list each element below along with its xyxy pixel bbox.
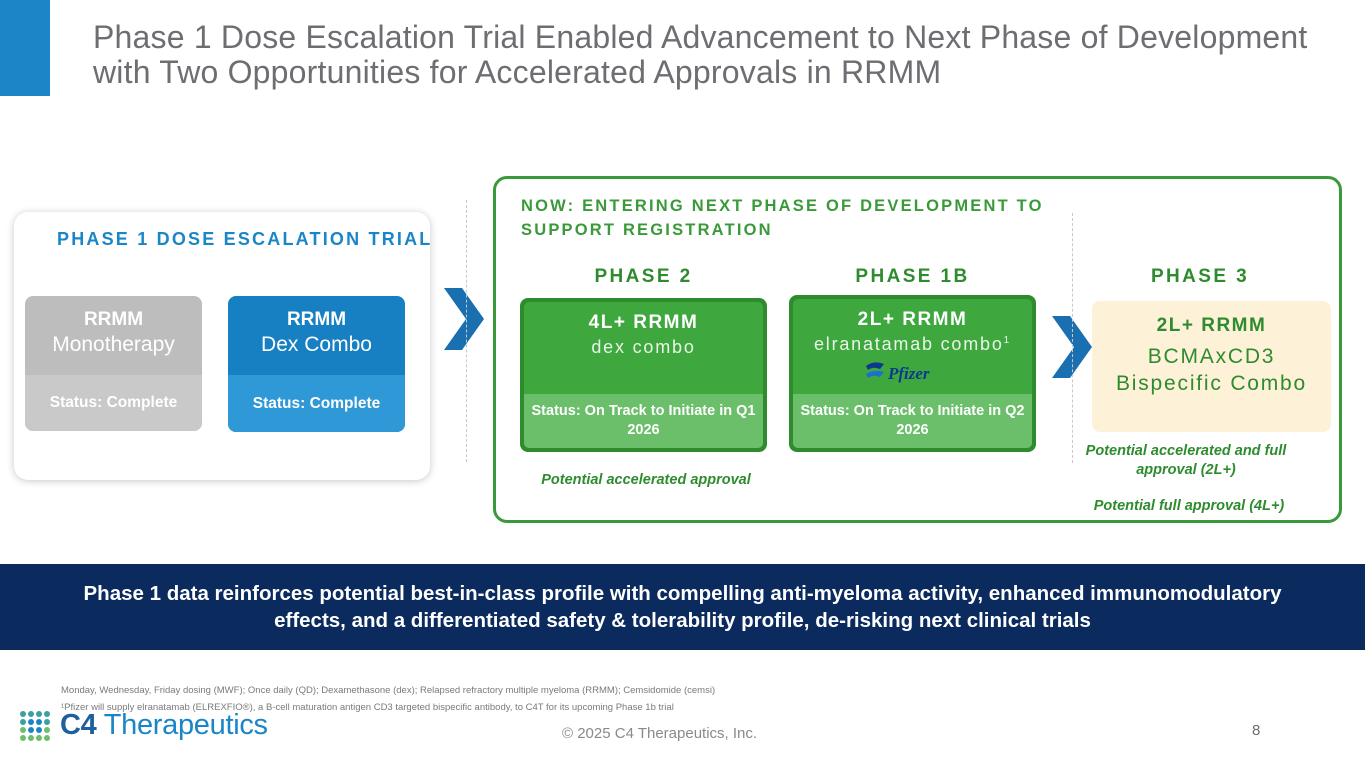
logo-name: Therapeutics: [96, 709, 268, 741]
monotherapy-card: RRMM Monotherapy Status: Complete: [25, 296, 202, 431]
card-subtitle: BCMAxCD3 Bispecific Combo: [1115, 345, 1308, 395]
card-title: 2L+ RRMM: [1156, 315, 1267, 336]
card-status: Status: Complete: [228, 375, 405, 432]
phase2-card: 4L+ RRMM dex combo Status: On Track to I…: [520, 298, 767, 452]
company-logo: C4 Therapeutics: [60, 709, 268, 742]
chevron-right-icon: [444, 288, 484, 350]
title-accent-bar: [0, 0, 50, 96]
divider: [466, 200, 467, 462]
copyright: © 2025 C4 Therapeutics, Inc.: [562, 725, 758, 742]
card-title: RRMM: [83, 309, 144, 330]
phase3-note-accelerated: Potential accelerated and full approval …: [1085, 443, 1287, 478]
phase2-note: Potential accelerated approval: [541, 472, 751, 488]
phase1b-label: PHASE 1B: [855, 266, 970, 287]
card-subtitle: Monotherapy: [52, 333, 175, 356]
card-title: RRMM: [286, 309, 347, 330]
dex-combo-card: RRMM Dex Combo Status: Complete: [228, 296, 405, 432]
footnote-abbreviations: Monday, Wednesday, Friday dosing (MWF); …: [61, 685, 716, 696]
card-subtitle-text: elranatamab combo: [813, 334, 1004, 354]
logo-c4: C4: [60, 709, 97, 741]
divider: [1072, 213, 1073, 463]
card-title: 4L+ RRMM: [588, 312, 699, 333]
slide-title: Phase 1 Dose Escalation Trial Enabled Ad…: [93, 19, 1308, 90]
page-number: 8: [1252, 722, 1261, 739]
card-subtitle: Dex Combo: [261, 333, 372, 356]
footnote-pfizer: ¹Pfizer will supply elranatamab (ELREXFI…: [61, 702, 674, 713]
card-status: Status: Complete: [25, 375, 202, 431]
phase1-heading: PHASE 1 DOSE ESCALATION TRIAL: [57, 229, 433, 249]
phase2-label: PHASE 2: [594, 266, 693, 287]
card-subtitle: elranatamab combo1: [793, 334, 1032, 355]
card-status: Status: On Track to Initiate in Q2 2026: [793, 394, 1032, 448]
card-subtitle: dex combo: [591, 337, 696, 357]
pfizer-logo: Pfizer: [866, 362, 930, 383]
svg-text:Pfizer: Pfizer: [887, 364, 930, 383]
footnote-marker: 1: [1003, 335, 1012, 346]
key-takeaway-banner: Phase 1 data reinforces potential best-i…: [0, 564, 1365, 650]
phase3-note-full: Potential full approval (4L+): [1093, 498, 1285, 514]
phase3-card: 2L+ RRMM BCMAxCD3 Bispecific Combo: [1092, 301, 1331, 432]
phase3-label: PHASE 3: [1150, 266, 1250, 287]
next-phase-heading: NOW: ENTERING NEXT PHASE OF DEVELOPMENT …: [521, 197, 1044, 239]
card-status: Status: On Track to Initiate in Q1 2026: [524, 394, 763, 448]
phase1b-card: 2L+ RRMM elranatamab combo1 Status: On T…: [789, 295, 1036, 452]
c4-dots-icon: [20, 711, 50, 741]
banner-text: Phase 1 data reinforces potential best-i…: [83, 582, 1282, 632]
card-title: 2L+ RRMM: [857, 309, 968, 330]
